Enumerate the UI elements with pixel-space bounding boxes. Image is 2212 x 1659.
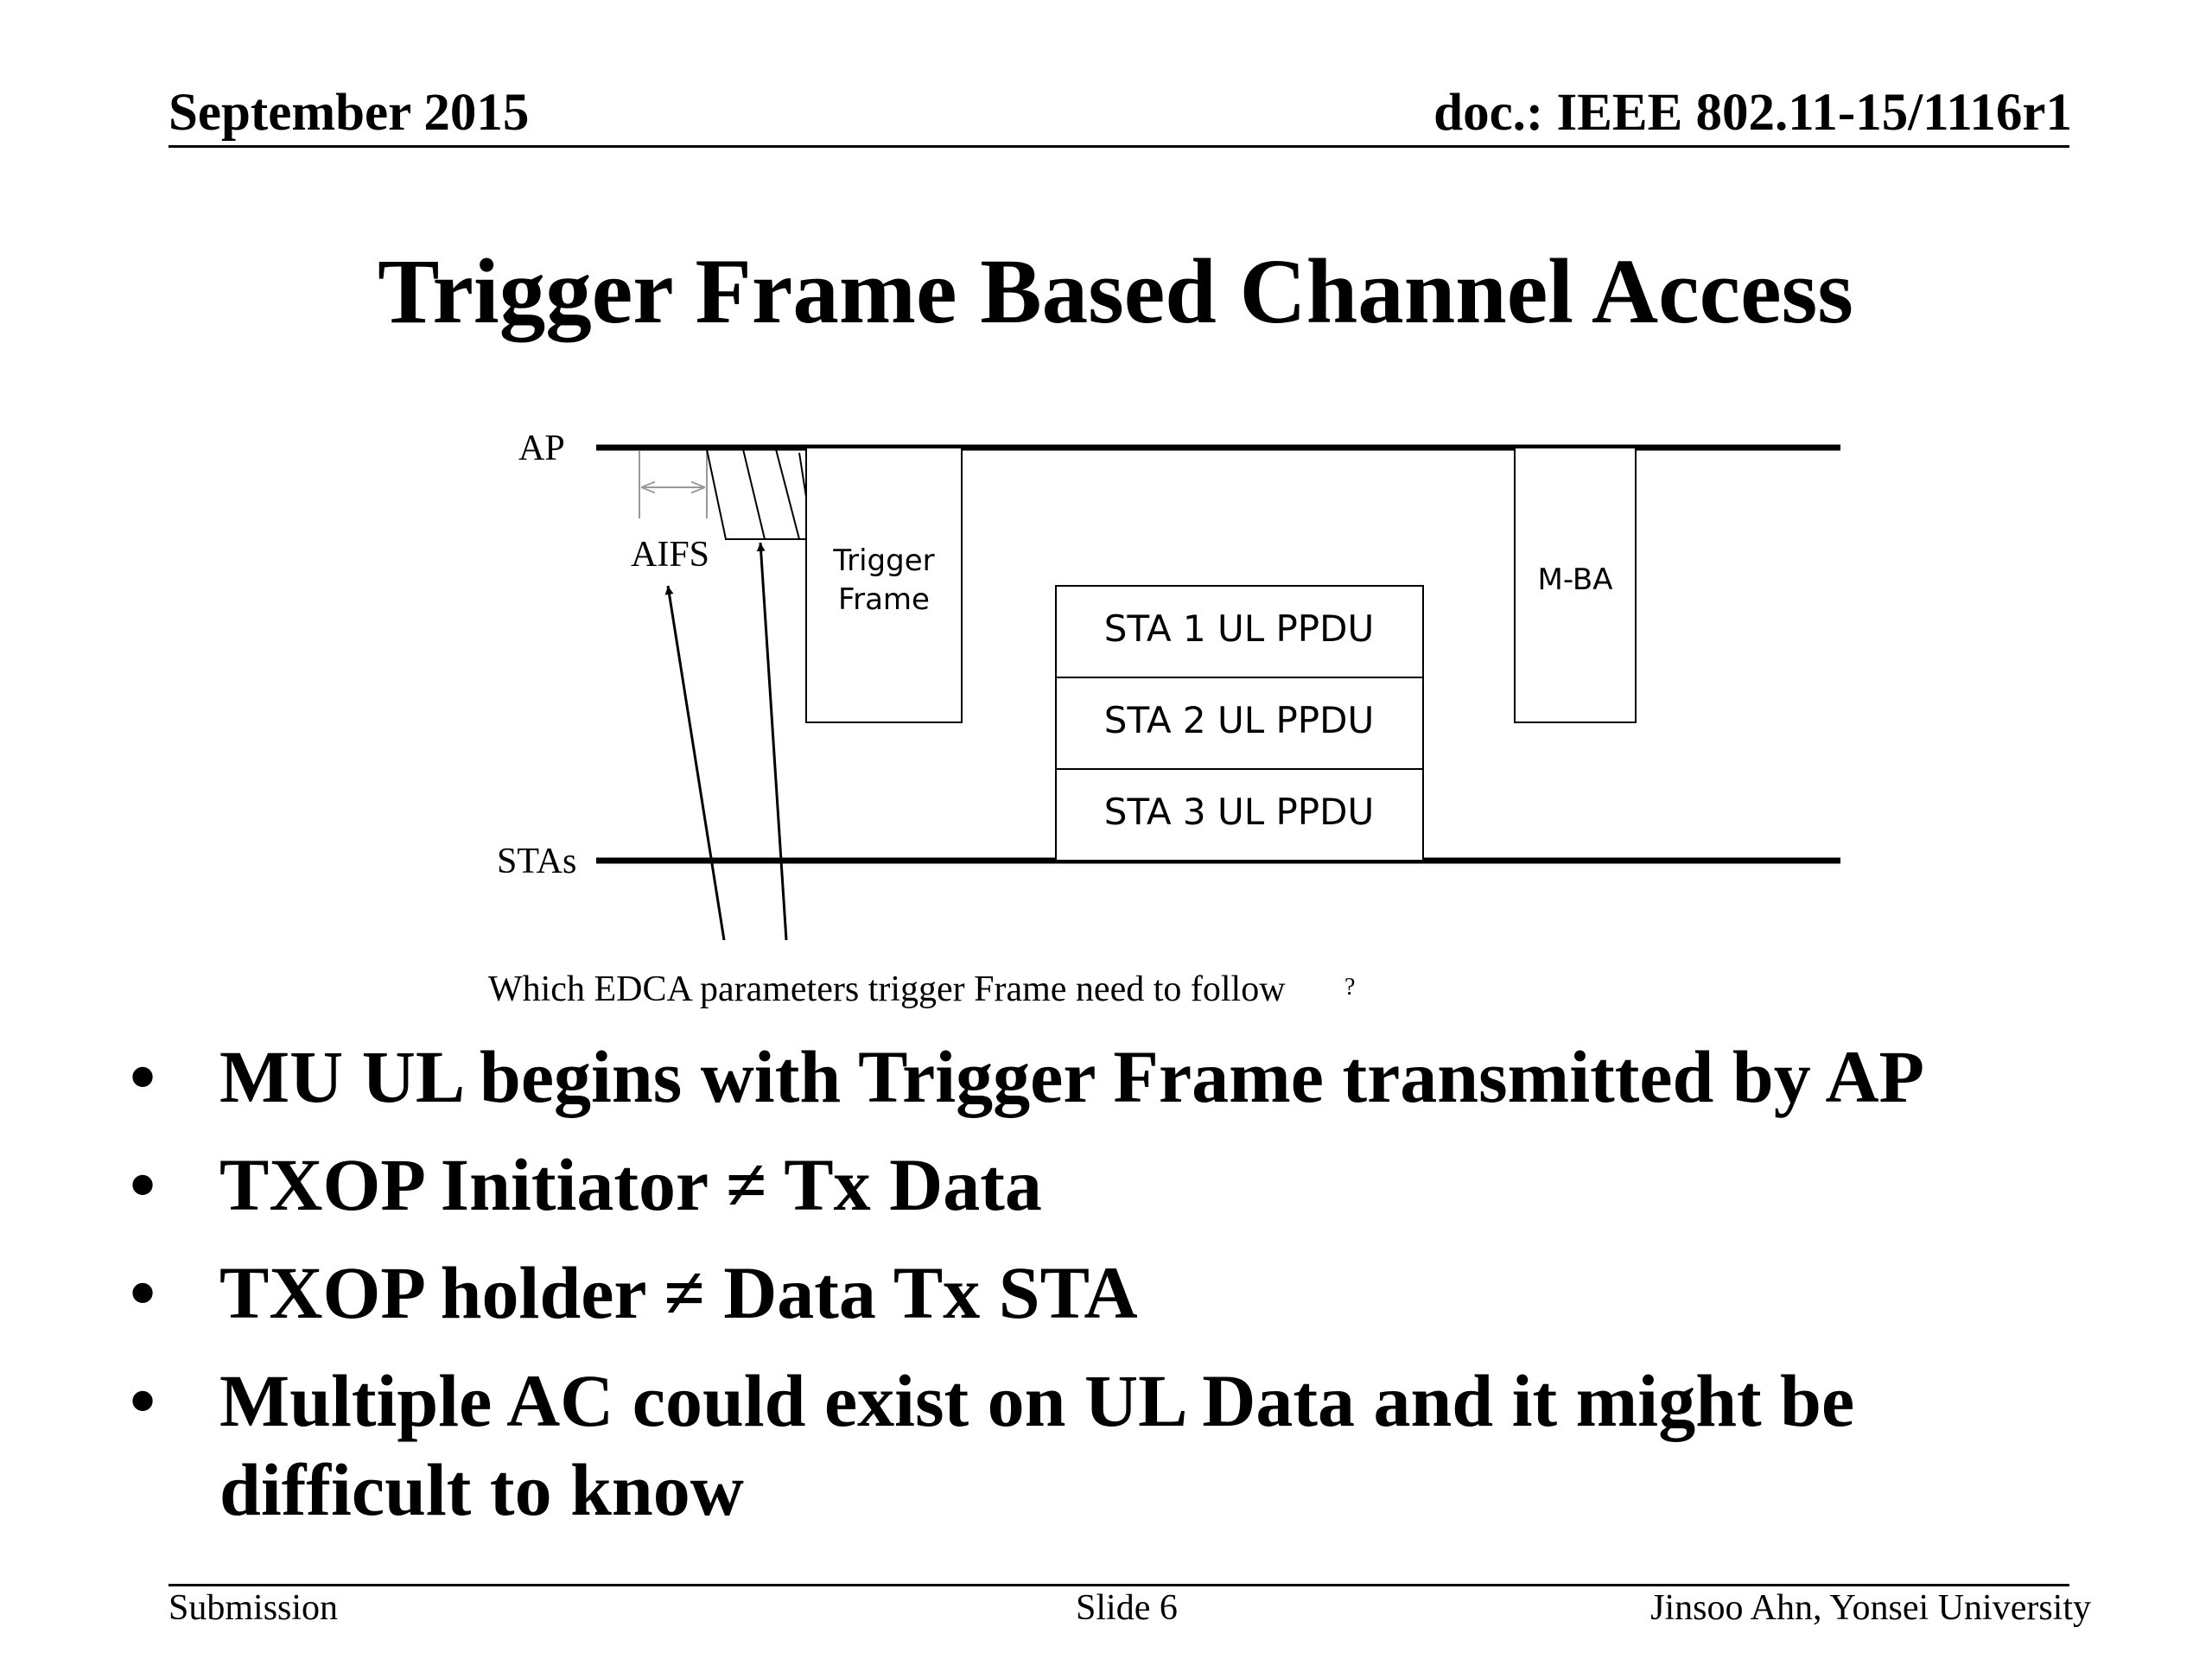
backoff-slots — [706, 448, 809, 540]
bullet-symbol: • — [130, 1251, 156, 1334]
bullet-list: • MU UL begins with Trigger Frame transmi… — [130, 1033, 2117, 1554]
footer-rule — [168, 1584, 2069, 1586]
footer-author: Jinsoo Ahn, Yonsei University — [1650, 1588, 2091, 1628]
trigger-frame-box — [805, 447, 963, 723]
mba-label: M-BA — [1538, 563, 1613, 597]
footer-submission: Submission — [168, 1588, 339, 1628]
header-rule — [168, 145, 2069, 148]
bullet-text: TXOP Initiator ≠ Tx Data — [219, 1143, 1042, 1226]
sta2-ul-ppdu-label: STA 2 UL PPDU — [1104, 699, 1374, 741]
header-doc-id: doc.: IEEE 802.11-15/1116r1 — [1433, 84, 2072, 142]
sta3-ul-ppdu-box — [1055, 768, 1424, 861]
diagram-caption-question-mark: ? — [1344, 974, 1355, 1001]
mba-box — [1514, 447, 1637, 723]
bullet-text: Multiple AC could exist on UL Data and i… — [219, 1359, 1855, 1531]
sta1-ul-ppdu-box — [1055, 585, 1424, 678]
sta3-ul-ppdu-label: STA 3 UL PPDU — [1104, 791, 1374, 833]
bullet-symbol: • — [130, 1359, 156, 1442]
pointer-arrow-aifs — [664, 585, 726, 941]
bullet-item: • TXOP holder ≠ Data Tx STA — [130, 1249, 2117, 1338]
bullet-item: • TXOP Initiator ≠ Tx Data — [130, 1141, 2117, 1230]
sta2-ul-ppdu-box — [1055, 677, 1424, 770]
header-date: September 2015 — [168, 84, 530, 142]
stas-label: STAs — [497, 842, 576, 881]
diagram-caption: Which EDCA parameters trigger Frame need… — [488, 969, 1286, 1009]
footer-slide-number: Slide 6 — [1076, 1588, 1178, 1628]
bullet-text: MU UL begins with Trigger Frame transmit… — [219, 1035, 1925, 1118]
bullet-symbol: • — [130, 1035, 156, 1118]
slide-title: Trigger Frame Based Channel Access — [378, 241, 1853, 343]
pointer-arrow-backoff — [756, 542, 788, 941]
ap-label: AP — [518, 429, 565, 468]
bullet-item: • Multiple AC could exist on UL Data and … — [130, 1357, 2117, 1535]
sta1-ul-ppdu-label: STA 1 UL PPDU — [1104, 607, 1374, 650]
bullet-text: TXOP holder ≠ Data Tx STA — [219, 1251, 1138, 1334]
trigger-frame-label-line2: Frame — [838, 582, 930, 617]
aifs-label: AIFS — [631, 535, 709, 575]
trigger-frame-label-line1: Trigger — [832, 543, 934, 578]
bullet-symbol: • — [130, 1143, 156, 1226]
bullet-item: • MU UL begins with Trigger Frame transmi… — [130, 1033, 2117, 1122]
